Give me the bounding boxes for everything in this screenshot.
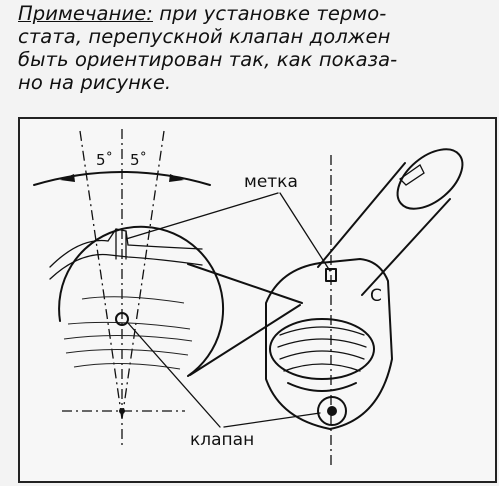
note-line-1: Примечание: при установке термо- bbox=[18, 2, 494, 25]
callout-line-top bbox=[187, 263, 303, 304]
valve-dot bbox=[327, 406, 337, 416]
mark-leader-left bbox=[125, 192, 279, 240]
thermostat-figure: 5˚ 5˚ C bbox=[18, 117, 497, 483]
spring-line-2 bbox=[63, 334, 193, 342]
angle-dimension-arc bbox=[33, 171, 211, 186]
valve-leader-right bbox=[223, 412, 321, 428]
valve-dot-magnified bbox=[115, 312, 129, 326]
valve-leader-left bbox=[127, 322, 221, 428]
pipe-outline bbox=[317, 162, 451, 296]
thermostat-diagram: 5˚ 5˚ C bbox=[33, 129, 464, 469]
valve-body bbox=[317, 396, 347, 426]
thermostat-base bbox=[287, 382, 357, 392]
pipe-end bbox=[396, 148, 464, 210]
spring-line-1 bbox=[67, 321, 191, 330]
spring-line-5 bbox=[81, 296, 185, 304]
pipe-slot bbox=[398, 164, 425, 186]
note-label: Примечание: bbox=[18, 2, 153, 25]
arrow-right-icon bbox=[169, 174, 184, 182]
arrow-left-icon bbox=[60, 174, 75, 182]
mark-leader-right bbox=[279, 192, 331, 272]
housing-letter: C bbox=[370, 286, 382, 306]
spring-line-3 bbox=[65, 348, 189, 356]
angle-line-right bbox=[121, 130, 165, 420]
valve-label: клапан bbox=[190, 430, 254, 450]
note-line-2: стата, перепускной клапан должен bbox=[18, 25, 391, 48]
thermostat-coil bbox=[277, 326, 367, 372]
angle-label-left: 5˚ bbox=[96, 151, 113, 169]
installation-note: Примечание: при установке термо- стата, … bbox=[18, 2, 494, 94]
magnified-view-circle bbox=[58, 225, 225, 377]
axis-center-dot bbox=[119, 408, 125, 414]
angle-label-right: 5˚ bbox=[130, 151, 147, 169]
angle-line-left bbox=[79, 130, 123, 420]
thermostat-body bbox=[269, 318, 375, 380]
note-text-1: при установке термо- bbox=[152, 2, 387, 25]
mark-label: метка bbox=[244, 172, 298, 192]
valve-outline-top bbox=[49, 228, 203, 268]
note-line-3: быть ориентирован так, как показа- bbox=[18, 48, 398, 71]
note-line-4: но на рисунке. bbox=[18, 71, 172, 94]
callout-line-bottom bbox=[189, 304, 301, 376]
valve-notch bbox=[115, 228, 127, 260]
valve-outline-2 bbox=[49, 253, 203, 280]
